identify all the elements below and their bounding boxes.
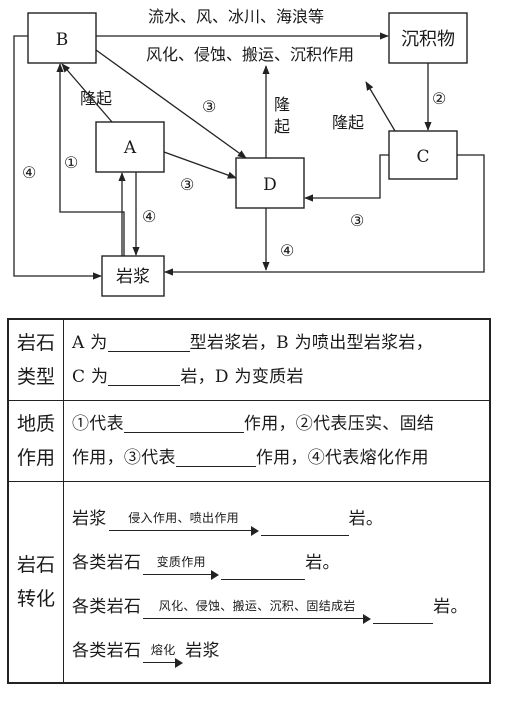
blank-conversion-igneous[interactable] [260,513,349,536]
blank-a-type[interactable] [107,329,190,352]
uplift-mid-label-1: 隆 [274,95,290,114]
conversion-melting: 各类岩石 熔化 岩浆 [72,624,483,668]
conversion-arrow-metamorphic: 变质作用 [143,554,220,580]
arrow-c-to-b [365,81,396,132]
magma-box [101,255,165,297]
sediment-label: 沉积物 [401,29,455,50]
conversion-magma: 岩浆 侵入作用、喷出作用 岩。 [72,492,483,536]
arrow-c-to-magma [164,154,485,276]
sediment-box [388,12,468,64]
row-header-rock-type: 岩石 类型 [7,318,64,401]
node-b-label: B [56,30,69,50]
mark-one: ① [64,153,78,172]
blank-c-type[interactable] [108,363,181,386]
mark-four-d: ④ [280,241,294,260]
uplift-left-label: 隆起 [80,89,112,108]
conversion-sedimentary: 各类岩石 风化、侵蚀、搬运、沉积、固结成岩 岩。 [72,580,483,624]
arrow-b-to-d [95,49,247,159]
rock-cycle-diagram: B A D 沉积物 C 岩浆 流水、风、冰川、海浪等 风化、侵蚀、搬运、沉积作用… [13,7,485,297]
blank-conversion-sedimentary[interactable] [373,601,434,624]
conversion-arrow-sedimentary: 风化、侵蚀、搬运、沉积、固结成岩 [143,598,372,624]
conversion-arrow-igneous: 侵入作用、喷出作用 [108,510,259,536]
node-d-label: D [263,175,277,195]
uplift-right-label: 隆起 [332,113,364,132]
rock-info-table: 岩石 类型 A 为型岩浆岩，B 为喷出型岩浆岩， C 为岩，D 为变质岩 地质 … [7,318,491,684]
arrow-a-to-d [163,151,237,179]
node-b-box [27,12,97,64]
mark-three-b-d: ③ [202,97,216,116]
mark-four-a: ④ [142,207,156,226]
node-c-box [388,130,458,180]
conversion-arrow-melting: 熔化 [143,642,184,668]
blank-conversion-metamorphic[interactable] [221,557,306,580]
mark-three-c-d: ③ [350,211,364,230]
table-row-rock-conversion: 岩石 转化 岩浆 侵入作用、喷出作用 岩。 各类岩石 变质作用 岩。 各类岩石 … [7,481,491,684]
table-row-geologic-action: 地质 作用 ①代表作用，②代表压实、固结 作用，③代表作用，④代表熔化作用 [7,400,491,482]
mark-two: ② [432,89,446,108]
uplift-mid-label-2: 起 [274,117,290,136]
node-d-box [235,157,305,209]
node-a-box [95,121,165,173]
magma-label: 岩浆 [116,267,150,287]
processes-label: 风化、侵蚀、搬运、沉积作用 [146,45,354,64]
conversion-metamorphic: 各类岩石 变质作用 岩。 [72,536,483,580]
arrow-c-to-d [304,154,389,202]
node-c-label: C [416,147,429,167]
mark-three-a-d: ③ [180,175,194,194]
rock-type-content: A 为型岩浆岩，B 为喷出型岩浆岩， C 为岩，D 为变质岩 [63,318,491,401]
blank-action-three[interactable] [175,444,256,467]
row-header-rock-conversion: 岩石 转化 [7,481,64,684]
arrow-magma-to-b [56,63,125,256]
mark-four-left: ④ [22,163,36,182]
top-agents-label: 流水、风、冰川、海浪等 [148,7,324,26]
blank-action-one[interactable] [123,410,244,433]
row-header-geologic-action: 地质 作用 [7,400,64,482]
arrow-a-to-b [61,63,113,123]
arrow-b-to-magma [13,35,102,280]
geologic-action-content: ①代表作用，②代表压实、固结 作用，③代表作用，④代表熔化作用 [63,400,491,482]
node-a-label: A [123,138,137,158]
rock-conversion-content: 岩浆 侵入作用、喷出作用 岩。 各类岩石 变质作用 岩。 各类岩石 风化、侵蚀、… [63,481,491,684]
table-row-rock-type: 岩石 类型 A 为型岩浆岩，B 为喷出型岩浆岩， C 为岩，D 为变质岩 [7,318,491,401]
